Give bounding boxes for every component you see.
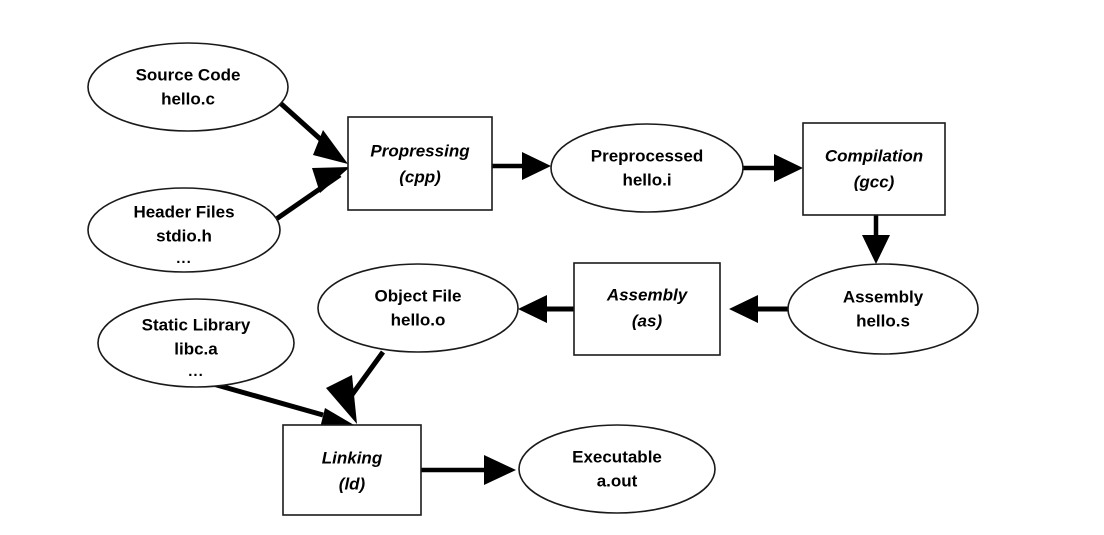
preprocessed-line2: hello.i (622, 170, 671, 189)
executable-line1: Executable (572, 447, 662, 466)
compilation-line2: (gcc) (854, 172, 895, 191)
assembly-step-box (573, 262, 721, 356)
executable-ellipse (518, 424, 716, 514)
preprocessed-line1: Preprocessed (591, 146, 703, 165)
header-files-line3: ... (176, 250, 192, 267)
source-code-line1: Source Code (136, 65, 241, 84)
node-static-library[interactable]: Static Library libc.a ... (97, 298, 295, 388)
assembly-file-line1: Assembly (843, 287, 924, 306)
node-assembly-file[interactable]: Assembly hello.s (787, 263, 979, 355)
node-preprocessed[interactable]: Preprocessed hello.i (550, 123, 744, 213)
node-header-files[interactable]: Header Files stdio.h ... (87, 187, 281, 273)
header-files-line1: Header Files (133, 202, 234, 221)
linking-box (282, 424, 422, 516)
preprocessing-line2: (cpp) (399, 167, 441, 186)
assembly-file-ellipse (787, 263, 979, 355)
linking-line1: Linking (322, 448, 383, 467)
edge-preprocessing-to-preprocessed (492, 152, 551, 180)
source-code-ellipse (87, 42, 289, 132)
node-preprocessing[interactable]: Propressing (cpp) (347, 116, 493, 211)
source-code-line2: hello.c (161, 89, 215, 108)
assembly-step-line2: (as) (632, 311, 663, 330)
edge-assembly-step-to-object-file (518, 295, 574, 323)
node-object-file[interactable]: Object File hello.o (317, 263, 519, 353)
edge-header-files-to-preprocessing (270, 167, 350, 225)
edge-preprocessed-to-compilation (742, 154, 803, 182)
node-compilation[interactable]: Compilation (gcc) (802, 122, 946, 216)
assembly-step-line1: Assembly (606, 285, 689, 304)
edge-object-file-to-linking (326, 350, 386, 424)
static-library-line3: ... (188, 363, 204, 380)
executable-line2: a.out (597, 471, 638, 490)
preprocessing-box (347, 116, 493, 211)
preprocessed-ellipse (550, 123, 744, 213)
static-library-line1: Static Library (142, 315, 251, 334)
preprocessing-line1: Propressing (370, 141, 470, 160)
header-files-line2: stdio.h (156, 226, 212, 245)
static-library-ellipse (97, 298, 295, 388)
node-source-code[interactable]: Source Code hello.c (87, 42, 289, 132)
compilation-line1: Compilation (825, 146, 923, 165)
node-linking[interactable]: Linking (ld) (282, 424, 422, 516)
assembly-file-line2: hello.s (856, 311, 910, 330)
edge-assembly-file-to-assembly-step (729, 295, 788, 323)
edge-linking-to-executable (421, 455, 516, 485)
node-executable[interactable]: Executable a.out (518, 424, 716, 514)
header-files-ellipse (87, 187, 281, 273)
object-file-line1: Object File (375, 286, 462, 305)
node-assembly-step[interactable]: Assembly (as) (573, 262, 721, 356)
static-library-line2: libc.a (174, 339, 218, 358)
compilation-box (802, 122, 946, 216)
object-file-ellipse (317, 263, 519, 353)
object-file-line2: hello.o (391, 310, 446, 329)
edge-compilation-to-assembly-file (862, 215, 890, 264)
linking-line2: (ld) (339, 474, 366, 493)
